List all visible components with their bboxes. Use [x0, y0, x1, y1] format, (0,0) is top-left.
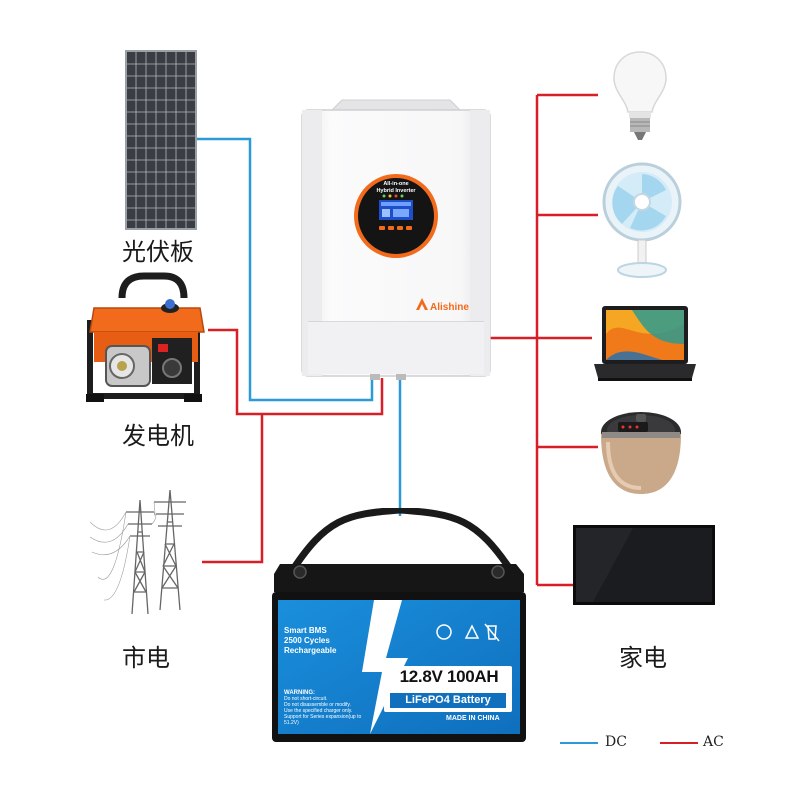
laptop-image [592, 304, 698, 382]
television-image [573, 525, 715, 605]
hybrid-inverter-image: All-in-one Hybrid Inverter Alishine [298, 96, 494, 382]
battery-warning: WARNING: Do not short-circuit. Do not di… [284, 690, 374, 726]
grid-label: 市电 [122, 638, 170, 673]
legend-ac-label: AC [703, 734, 724, 750]
legend: DC AC [560, 732, 750, 752]
electric-fan-image [600, 162, 684, 280]
battery-features: Smart BMS 2500 Cycles Rechargeable [284, 626, 336, 656]
solar-panel-image [125, 50, 197, 230]
generator-label: 发电机 [122, 416, 194, 451]
power-grid-image [90, 482, 200, 617]
rice-cooker-image [598, 408, 684, 496]
light-bulb-image [610, 50, 670, 142]
inverter-display-line1: All-in-one [383, 181, 408, 187]
generator-image [72, 268, 212, 408]
battery-chemistry: LiFePO4 Battery [390, 694, 506, 706]
legend-ac-swatch [660, 742, 698, 744]
battery-feature-item: Rechargeable [284, 646, 336, 656]
inverter-brand: Alishine [430, 302, 469, 313]
battery-feature-item: Smart BMS [284, 626, 336, 636]
solar-panel-label: 光伏板 [122, 232, 194, 267]
appliances-label: 家电 [619, 638, 667, 673]
legend-dc-label: DC [605, 734, 627, 750]
inverter-display-line2: Hybrid Inverter [376, 188, 416, 194]
battery-spec: 12.8V 100AH [390, 667, 508, 687]
legend-dc-swatch [560, 742, 598, 744]
lifepo4-battery: Smart BMS 2500 Cycles Rechargeable 12.8V… [266, 508, 530, 744]
ac-wire-grid [202, 414, 262, 562]
battery-feature-item: 2500 Cycles [284, 636, 336, 646]
made-in-label: MADE IN CHINA [446, 715, 500, 722]
warning-item: Support for Series expansion(up to 51.2V… [284, 714, 374, 726]
